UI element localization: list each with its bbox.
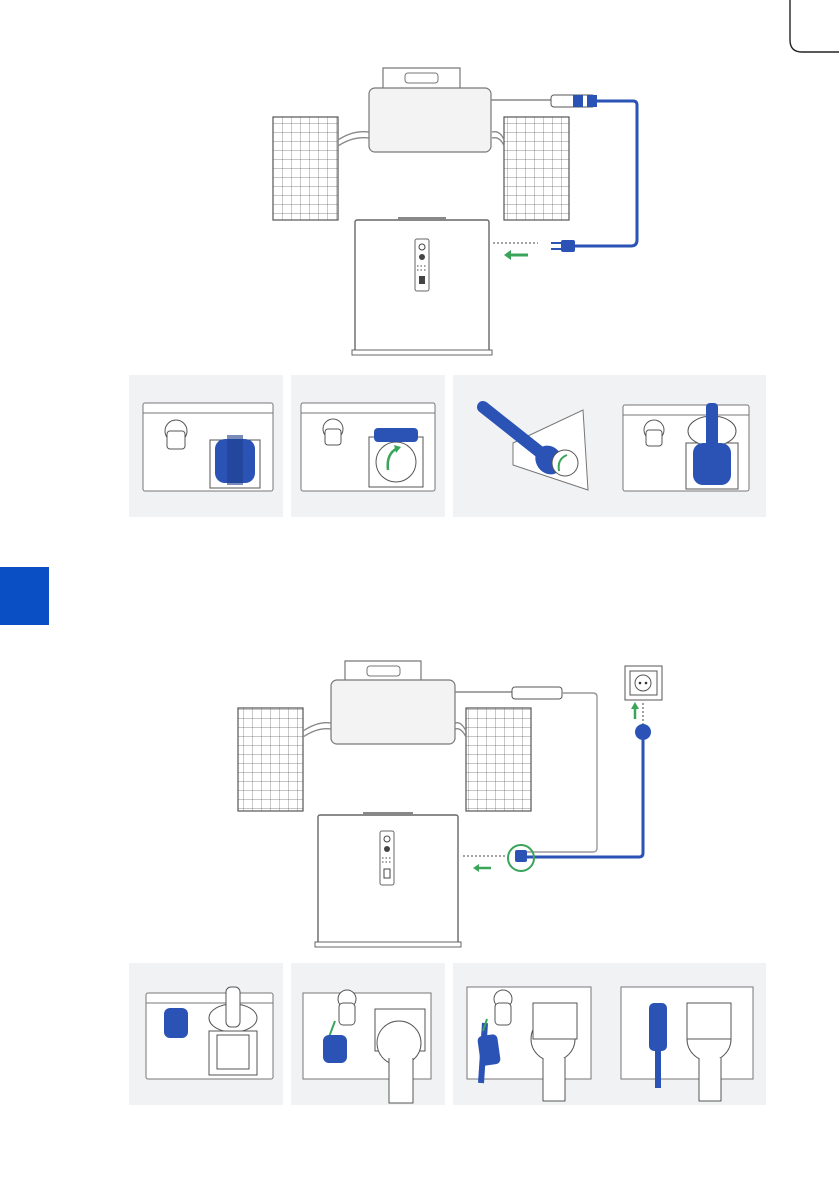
socket-cover-icon <box>210 435 260 488</box>
solar-panel-icon <box>504 117 569 220</box>
step-panel-4 <box>129 963 283 1105</box>
micro-inverter-icon <box>331 661 455 744</box>
power-station-icon <box>352 217 492 355</box>
diagram-grid-connection <box>225 655 665 955</box>
section-edge-tab <box>0 567 49 625</box>
step-panel-6 <box>453 963 766 1105</box>
socket-open-icon <box>369 428 423 487</box>
arrow-icon <box>473 864 491 872</box>
wall-socket-icon <box>625 666 662 700</box>
plug-port-icon <box>165 420 187 449</box>
arrow-icon <box>504 250 528 260</box>
power-station-icon <box>315 812 461 947</box>
arrow-icon <box>631 702 639 719</box>
solar-panel-icon <box>273 117 338 220</box>
micro-inverter-icon <box>369 68 491 152</box>
diagram-direct-connection <box>255 60 655 365</box>
solar-panel-icon <box>238 708 303 811</box>
step-panel-2 <box>291 375 445 517</box>
grid-plug-cable-icon <box>515 724 651 862</box>
step-panel-5 <box>291 963 445 1105</box>
step-panel-3 <box>453 375 766 517</box>
page-cut-line <box>0 0 839 60</box>
step-panel-1 <box>129 375 283 517</box>
plug-port-icon <box>164 1008 188 1038</box>
solar-panel-icon <box>466 708 531 811</box>
